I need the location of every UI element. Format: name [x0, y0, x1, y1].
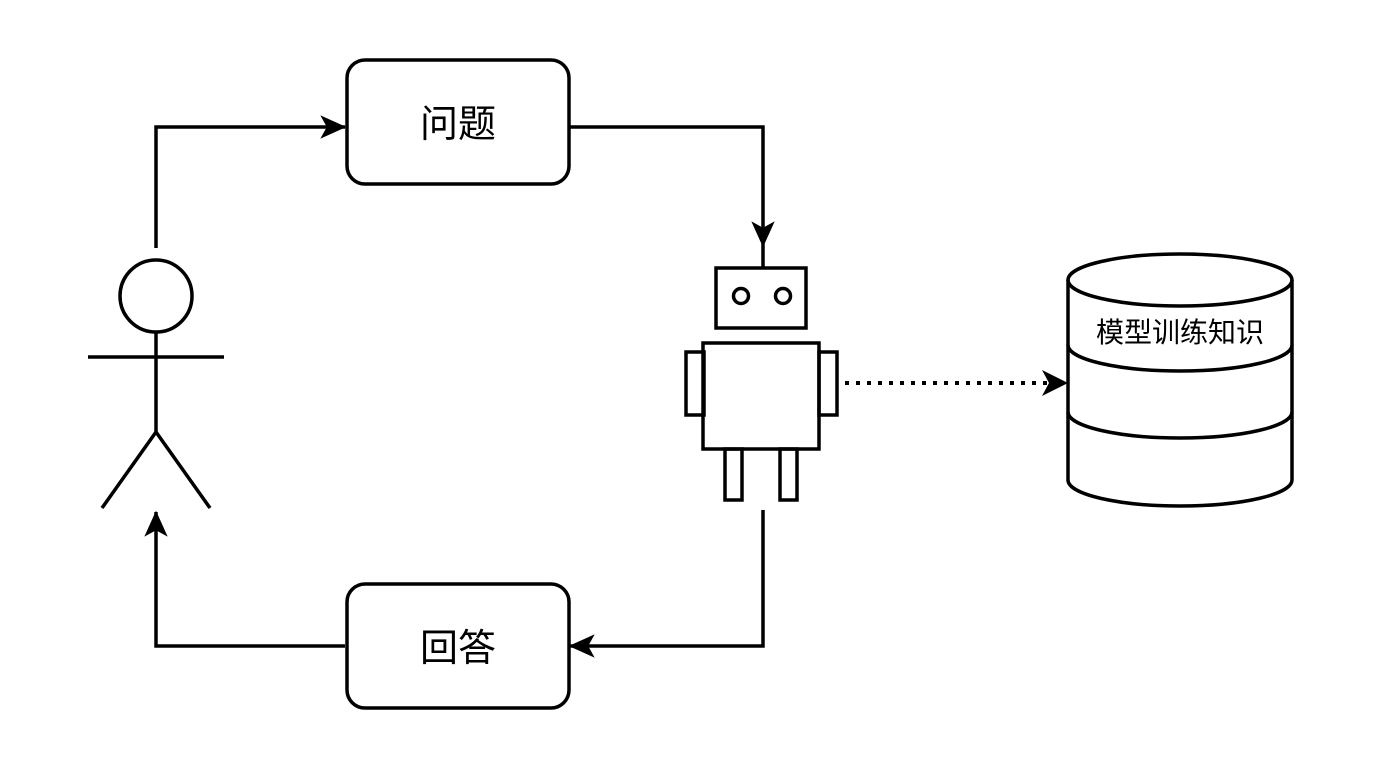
edge-question-to-robot	[570, 125, 775, 268]
question-label: 问题	[420, 102, 496, 146]
robot-body	[701, 341, 821, 451]
database-cylinder-icon[interactable]: 模型训练知识	[1066, 252, 1294, 508]
robot-icon[interactable]	[684, 266, 839, 502]
robot-leg-left	[723, 447, 744, 502]
database-label: 模型训练知识	[1096, 316, 1264, 349]
robot-leg-right	[778, 447, 799, 502]
edge-robot-to-answer	[568, 510, 765, 658]
question-node[interactable]: 问题	[345, 58, 571, 186]
edge-robot-to-database	[845, 370, 1068, 396]
edge-answer-to-user	[144, 510, 345, 648]
answer-label: 回答	[420, 626, 496, 670]
robot-arm-right	[817, 350, 839, 417]
edge-user-to-question	[154, 115, 347, 248]
robot-eye-left	[731, 286, 751, 306]
stick-figure-user-icon[interactable]	[88, 258, 224, 510]
robot-head	[714, 266, 808, 330]
answer-node[interactable]: 回答	[345, 582, 571, 710]
robot-eye-right	[773, 286, 793, 306]
